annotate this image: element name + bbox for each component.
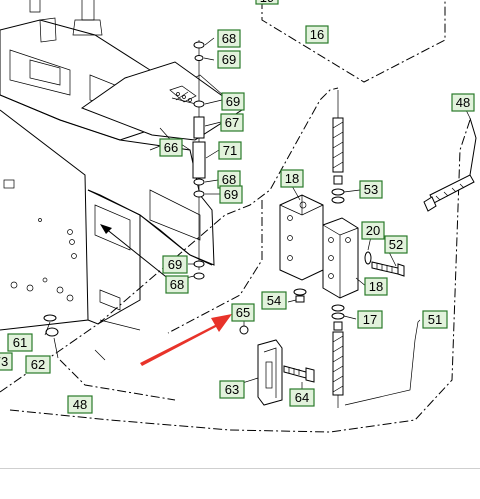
lower-hose bbox=[331, 304, 345, 408]
svg-text:63: 63 bbox=[225, 382, 239, 397]
svg-text:68: 68 bbox=[222, 172, 236, 187]
callout-71: 71 bbox=[218, 141, 242, 160]
svg-text:18: 18 bbox=[369, 279, 383, 294]
callout-54: 54 bbox=[261, 291, 287, 310]
svg-text:48: 48 bbox=[456, 95, 470, 110]
svg-text:69: 69 bbox=[168, 257, 182, 272]
callout-48-hose: 48 bbox=[451, 93, 475, 112]
svg-text:71: 71 bbox=[223, 143, 237, 158]
washer-65 bbox=[239, 325, 249, 335]
svg-text:69: 69 bbox=[224, 187, 238, 202]
svg-text:64: 64 bbox=[295, 390, 309, 405]
upper-hose bbox=[331, 90, 345, 204]
callout-18-upper: 18 bbox=[280, 169, 304, 188]
manifold-block-upper bbox=[279, 194, 324, 281]
callout-64: 64 bbox=[289, 388, 315, 407]
callout-18-lower: 18 bbox=[364, 277, 388, 296]
svg-text:68: 68 bbox=[222, 31, 236, 46]
svg-text:73: 73 bbox=[0, 354, 8, 369]
bolt-52 bbox=[364, 251, 405, 277]
window-bottom-strip bbox=[0, 468, 480, 495]
svg-text:53: 53 bbox=[364, 182, 378, 197]
svg-text:48: 48 bbox=[73, 397, 87, 412]
callout-20: 20 bbox=[361, 221, 385, 240]
callout-19-partial: 19 bbox=[255, 0, 279, 5]
callout-68-bottom: 68 bbox=[165, 275, 189, 294]
hose-48 bbox=[423, 117, 477, 212]
callout-67: 67 bbox=[220, 113, 244, 132]
boundary-line-top bbox=[261, 0, 446, 83]
svg-text:69: 69 bbox=[226, 94, 240, 109]
svg-text:20: 20 bbox=[366, 223, 380, 238]
nut-61 bbox=[43, 314, 57, 322]
callout-17: 17 bbox=[357, 310, 383, 329]
svg-text:16: 16 bbox=[310, 27, 324, 42]
red-pointer-arrow bbox=[140, 314, 232, 366]
manifold-block-lower bbox=[322, 217, 359, 299]
callout-63: 63 bbox=[219, 380, 245, 399]
callout-52: 52 bbox=[384, 235, 408, 254]
callout-69-top: 69 bbox=[217, 50, 241, 69]
svg-text:18: 18 bbox=[285, 171, 299, 186]
machine-frame bbox=[0, 0, 241, 361]
callout-51: 51 bbox=[422, 310, 448, 329]
standoff-stack bbox=[192, 40, 206, 280]
svg-text:65: 65 bbox=[236, 305, 250, 320]
svg-text:66: 66 bbox=[164, 140, 178, 155]
svg-text:62: 62 bbox=[31, 357, 45, 372]
washer-62 bbox=[45, 327, 59, 337]
callout-16: 16 bbox=[305, 25, 329, 44]
bolt-64 bbox=[283, 365, 315, 383]
callout-53: 53 bbox=[359, 180, 383, 199]
callout-65: 65 bbox=[231, 303, 255, 322]
callout-61: 61 bbox=[7, 333, 33, 352]
callout-73-partial: 73 bbox=[0, 352, 13, 371]
boundary-line-lower bbox=[0, 87, 339, 393]
boundary-line-48-lower bbox=[59, 359, 176, 401]
callout-48-bottom: 48 bbox=[67, 395, 93, 414]
callout-62: 62 bbox=[25, 355, 51, 374]
svg-text:61: 61 bbox=[13, 335, 27, 350]
callout-68-middle: 68 bbox=[217, 170, 241, 189]
callout-68-top: 68 bbox=[217, 29, 241, 48]
svg-text:19: 19 bbox=[260, 0, 274, 5]
callout-66: 66 bbox=[159, 138, 183, 157]
callout-69-middle: 69 bbox=[221, 92, 245, 111]
svg-text:54: 54 bbox=[267, 293, 281, 308]
svg-text:68: 68 bbox=[170, 277, 184, 292]
callout-69-lower: 69 bbox=[219, 185, 243, 204]
boundary-line-right bbox=[167, 200, 263, 334]
frame-pointer-arrow bbox=[100, 224, 171, 281]
callout-69-bottom: 69 bbox=[162, 255, 188, 274]
svg-text:17: 17 bbox=[363, 312, 377, 327]
svg-text:52: 52 bbox=[389, 237, 403, 252]
svg-text:51: 51 bbox=[428, 312, 442, 327]
svg-text:69: 69 bbox=[222, 52, 236, 67]
bracket-63 bbox=[257, 339, 283, 406]
svg-text:67: 67 bbox=[225, 115, 239, 130]
